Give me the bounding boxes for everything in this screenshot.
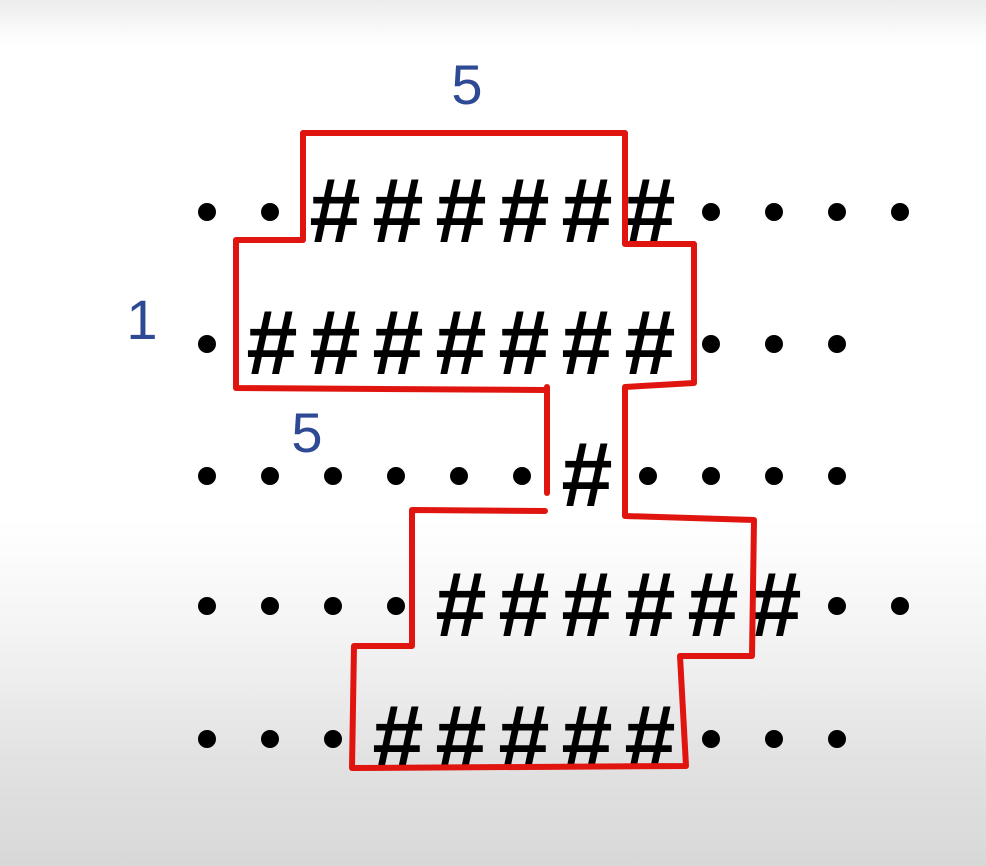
grid-dot [828,467,846,485]
grid-hash: # [561,160,612,262]
grid-dot [765,467,783,485]
grid-dot [702,467,720,485]
grid-hash: # [435,687,486,789]
grid-hash: # [246,292,297,394]
grid-hash: # [309,160,360,262]
grid-dot [765,203,783,221]
grid-dot [702,730,720,748]
grid-hash: # [309,292,360,394]
grid-hash: # [561,687,612,789]
grid-dot [198,203,216,221]
grid-hash: # [498,687,549,789]
grid-dot [198,730,216,748]
grid-dot [198,335,216,353]
top-width-label: 5 [451,53,482,116]
grid-dot [891,203,909,221]
grid-dot [198,467,216,485]
grid-dot [324,597,342,615]
left-height-label: 1 [126,288,157,351]
grid-dot [198,597,216,615]
grid-hash: # [624,292,675,394]
grid-hash: # [624,554,675,656]
grid-hash: # [435,554,486,656]
grid-hash: # [561,554,612,656]
grid-dot [702,203,720,221]
middle-gap-label: 5 [291,401,322,464]
grid-dot [261,730,279,748]
grid-hash: # [498,554,549,656]
grid-hash: # [435,160,486,262]
grid-hash: # [561,424,612,526]
grid-hash: # [624,687,675,789]
grid-dot [765,335,783,353]
grid-hash: # [561,292,612,394]
grid-dot [261,203,279,221]
grid-hash: # [687,554,738,656]
grid-hash: # [372,160,423,262]
grid-dot [387,597,405,615]
grid-hash: # [372,687,423,789]
grid-hash: # [498,292,549,394]
hash-layer: ######################### [246,160,801,789]
grid-hash: # [750,554,801,656]
grid-dot [828,730,846,748]
region-outline [233,130,757,771]
grid-dot [828,597,846,615]
grid-dot [324,730,342,748]
grid-hash: # [372,292,423,394]
grid-dot [513,467,531,485]
grid-dot [261,597,279,615]
grid-dot [765,730,783,748]
grid-dot [639,467,657,485]
grid-dot [261,467,279,485]
grid-hash: # [498,160,549,262]
grid-dot [828,203,846,221]
grid-dot [828,335,846,353]
grid-dot [387,467,405,485]
grid-dot [891,597,909,615]
grid-dot [324,467,342,485]
grid-dot [450,467,468,485]
grid-hash: # [435,292,486,394]
dots-layer [198,203,909,748]
grid-dot [702,335,720,353]
